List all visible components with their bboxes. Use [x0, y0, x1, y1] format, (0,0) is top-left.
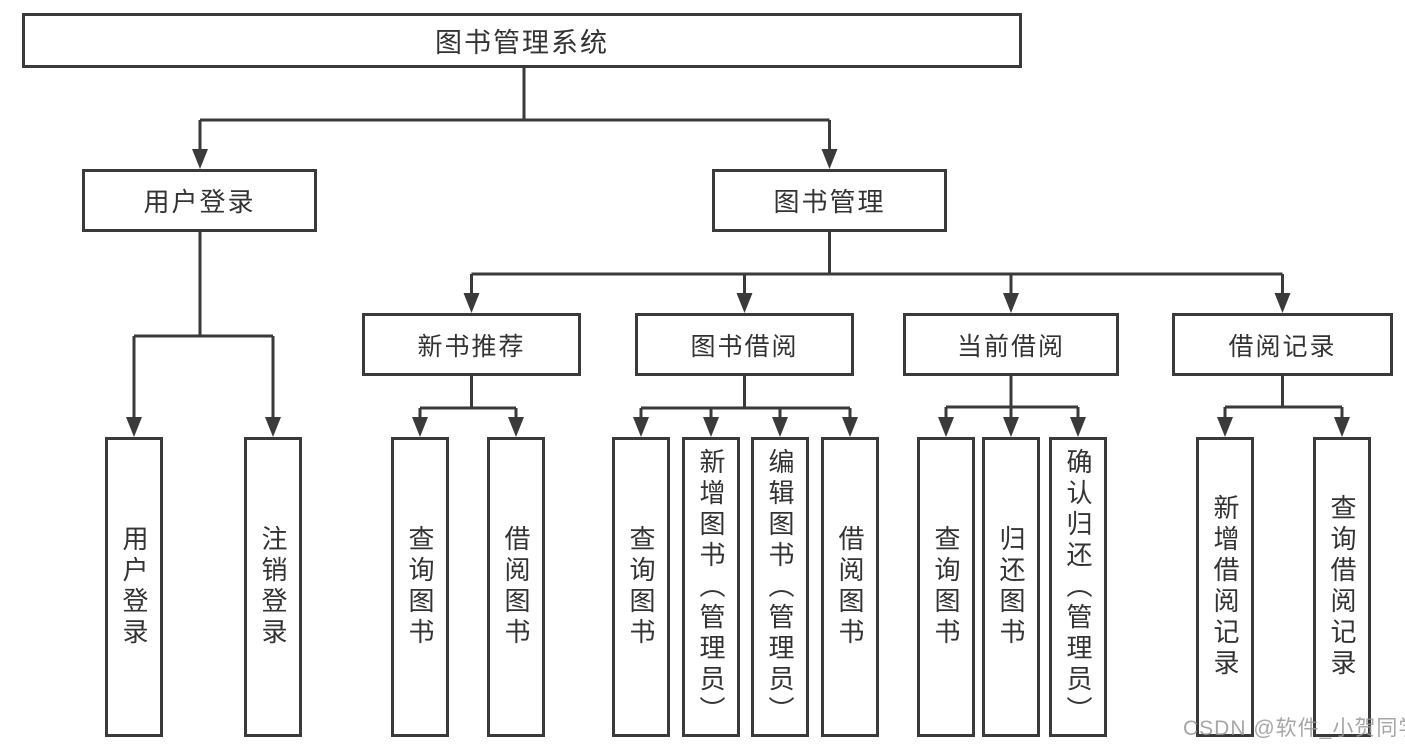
leaf-current-query-books-label: 查询图书 [931, 525, 961, 649]
leaf-borrow-borrow-books-label: 借阅图书 [835, 525, 865, 649]
node-user-login-label: 用户登录 [143, 187, 256, 217]
leaf-newbooks-query-books: 查询图书 [391, 437, 449, 737]
node-current-borrow: 当前借阅 [903, 313, 1119, 376]
leaf-current-return-books-label: 归还图书 [996, 525, 1026, 649]
leaf-current-return-books: 归还图书 [982, 437, 1040, 737]
leaf-newbooks-query-books-label: 查询图书 [405, 525, 435, 649]
leaf-borrow-edit-books-admin: 编辑图书（管理员） [751, 437, 809, 737]
leaf-current-confirm-return-admin: 确认归还（管理员） [1049, 437, 1107, 737]
leaf-current-query-books: 查询图书 [917, 437, 975, 737]
leaf-borrow-add-books-admin-label: 新增图书（管理员） [696, 447, 726, 727]
leaf-borrow-add-books-admin: 新增图书（管理员） [682, 437, 740, 737]
arrowheads [126, 149, 1350, 437]
node-current-borrow-label: 当前借阅 [956, 332, 1065, 361]
leaf-records-add-record: 新增借阅记录 [1196, 437, 1254, 737]
node-book-borrow-label: 图书借阅 [690, 332, 799, 361]
leaf-user-login: 用户登录 [105, 437, 163, 737]
leaf-borrow-query-books-label: 查询图书 [626, 525, 656, 649]
leaf-borrow-query-books: 查询图书 [612, 437, 670, 737]
leaf-logout: 注销登录 [244, 437, 302, 737]
leaf-borrow-edit-books-admin-label: 编辑图书（管理员） [765, 447, 795, 727]
node-root: 图书管理系统 [22, 13, 1022, 68]
node-book-borrow: 图书借阅 [635, 313, 854, 376]
node-book-management: 图书管理 [712, 169, 947, 232]
node-new-book-recommend-label: 新书推荐 [417, 332, 526, 361]
leaf-newbooks-borrow-books: 借阅图书 [487, 437, 545, 737]
leaf-records-query-record-label: 查询借阅记录 [1327, 494, 1357, 680]
leaf-logout-label: 注销登录 [258, 525, 288, 649]
leaf-user-login-label: 用户登录 [119, 525, 149, 649]
leaf-current-confirm-return-admin-label: 确认归还（管理员） [1063, 447, 1093, 727]
leaf-records-query-record: 查询借阅记录 [1313, 437, 1371, 737]
node-root-label: 图书管理系统 [435, 28, 609, 58]
leaf-borrow-borrow-books: 借阅图书 [821, 437, 879, 737]
leaf-newbooks-borrow-books-label: 借阅图书 [501, 525, 531, 649]
node-book-management-label: 图书管理 [773, 187, 886, 217]
connector-path [132, 68, 1344, 419]
leaf-records-add-record-label: 新增借阅记录 [1210, 494, 1240, 680]
node-new-book-recommend: 新书推荐 [362, 313, 581, 376]
node-borrow-records: 借阅记录 [1172, 313, 1393, 376]
node-user-login: 用户登录 [82, 169, 317, 232]
node-borrow-records-label: 借阅记录 [1228, 332, 1337, 361]
